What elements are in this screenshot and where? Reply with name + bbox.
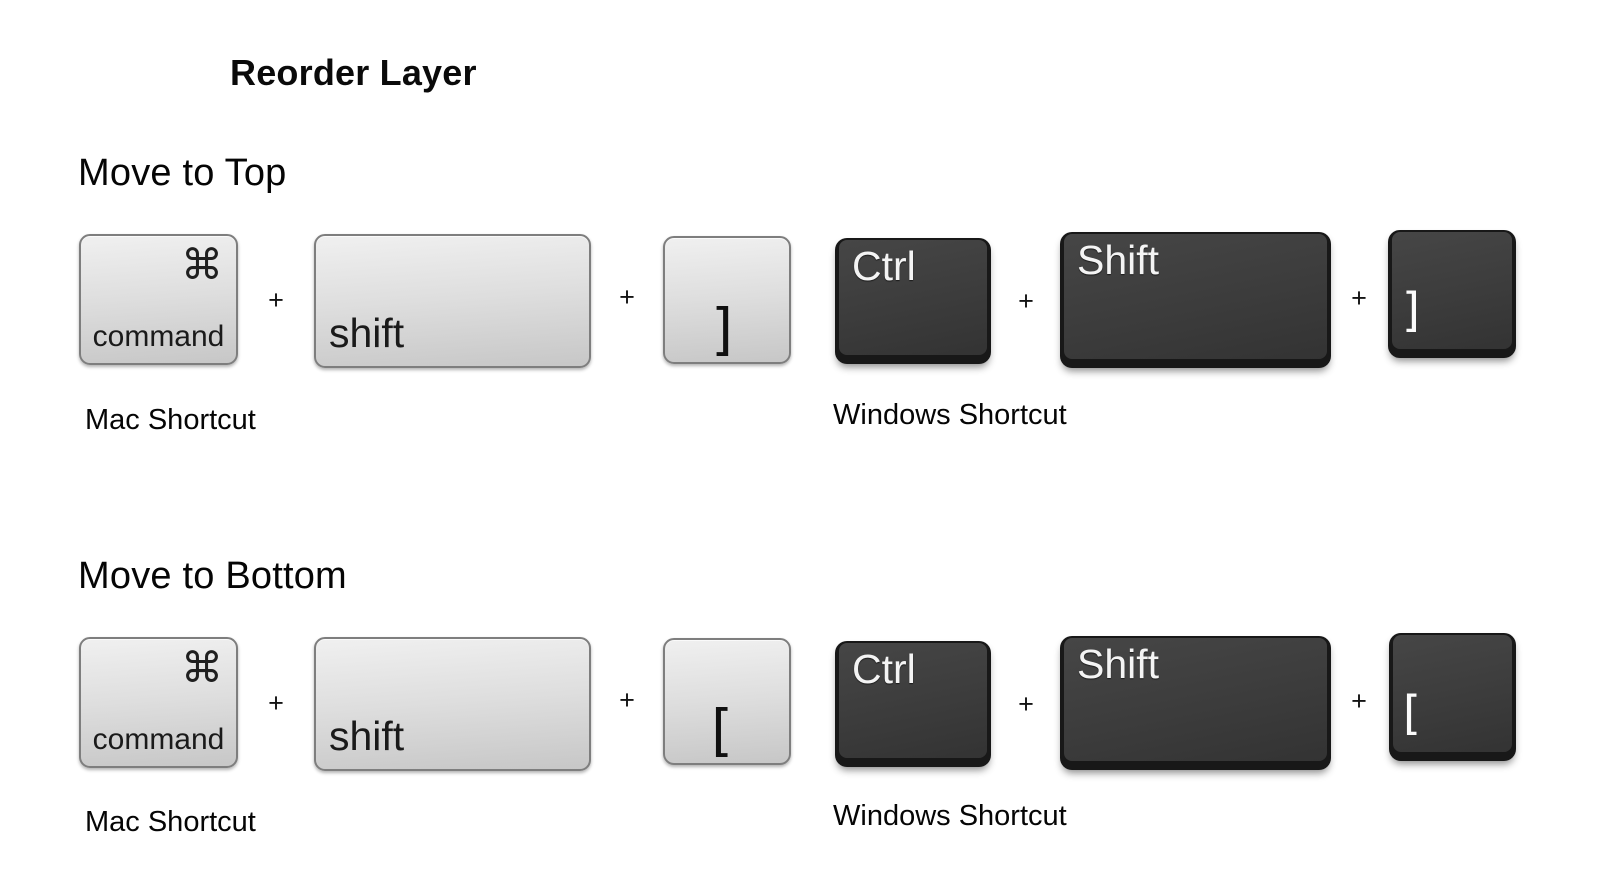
windows-right-bracket-key: ] bbox=[1388, 230, 1516, 358]
key-face: Shift bbox=[1064, 638, 1327, 761]
windows-ctrl-key: Ctrl bbox=[835, 641, 991, 767]
key-label: Ctrl bbox=[852, 646, 916, 692]
mac-shift-key: shift bbox=[314, 234, 591, 368]
key-label: command bbox=[92, 723, 225, 756]
key-label: Ctrl bbox=[852, 243, 916, 289]
key-label: Shift bbox=[1077, 641, 1160, 687]
key-label: [ bbox=[1403, 686, 1421, 741]
windows-shift-key: Shift bbox=[1060, 232, 1331, 368]
key-label: shift bbox=[329, 310, 405, 356]
key-label: [ bbox=[711, 698, 733, 764]
plus-separator: + bbox=[268, 688, 284, 718]
windows-shortcut-caption: Windows Shortcut bbox=[833, 399, 1067, 431]
mac-command-key: ⌘ command bbox=[79, 637, 238, 768]
key-face: Ctrl bbox=[839, 643, 987, 758]
plus-separator: + bbox=[1351, 686, 1367, 716]
plus-separator: + bbox=[1018, 286, 1034, 316]
mac-left-bracket-key: [ bbox=[663, 638, 791, 765]
mac-right-bracket-key: ] bbox=[663, 236, 791, 364]
key-label: command bbox=[92, 320, 225, 353]
key-face: [ bbox=[1393, 635, 1512, 752]
key-face: ] bbox=[1392, 232, 1512, 349]
key-face: Ctrl bbox=[839, 240, 987, 355]
plus-separator: + bbox=[619, 685, 635, 715]
mac-shift-key: shift bbox=[314, 637, 591, 771]
section-heading-move-to-bottom: Move to Bottom bbox=[78, 555, 347, 597]
page-title: Reorder Layer bbox=[230, 52, 477, 93]
windows-shift-key: Shift bbox=[1060, 636, 1331, 770]
mac-command-key: ⌘ command bbox=[79, 234, 238, 365]
key-label: Shift bbox=[1077, 237, 1160, 283]
command-symbol-icon: ⌘ bbox=[181, 643, 223, 692]
plus-separator: + bbox=[1018, 689, 1034, 719]
key-face: Shift bbox=[1064, 234, 1327, 359]
plus-separator: + bbox=[619, 282, 635, 312]
windows-left-bracket-key: [ bbox=[1389, 633, 1516, 761]
mac-shortcut-caption: Mac Shortcut bbox=[85, 404, 256, 436]
plus-separator: + bbox=[268, 285, 284, 315]
section-heading-move-to-top: Move to Top bbox=[78, 152, 287, 194]
key-label: ] bbox=[1402, 283, 1420, 338]
windows-shortcut-caption: Windows Shortcut bbox=[833, 800, 1067, 832]
command-symbol-icon: ⌘ bbox=[181, 240, 223, 289]
key-label: shift bbox=[329, 713, 405, 759]
plus-separator: + bbox=[1351, 283, 1367, 313]
mac-shortcut-caption: Mac Shortcut bbox=[85, 806, 256, 838]
windows-ctrl-key: Ctrl bbox=[835, 238, 991, 364]
key-label: ] bbox=[711, 297, 733, 363]
